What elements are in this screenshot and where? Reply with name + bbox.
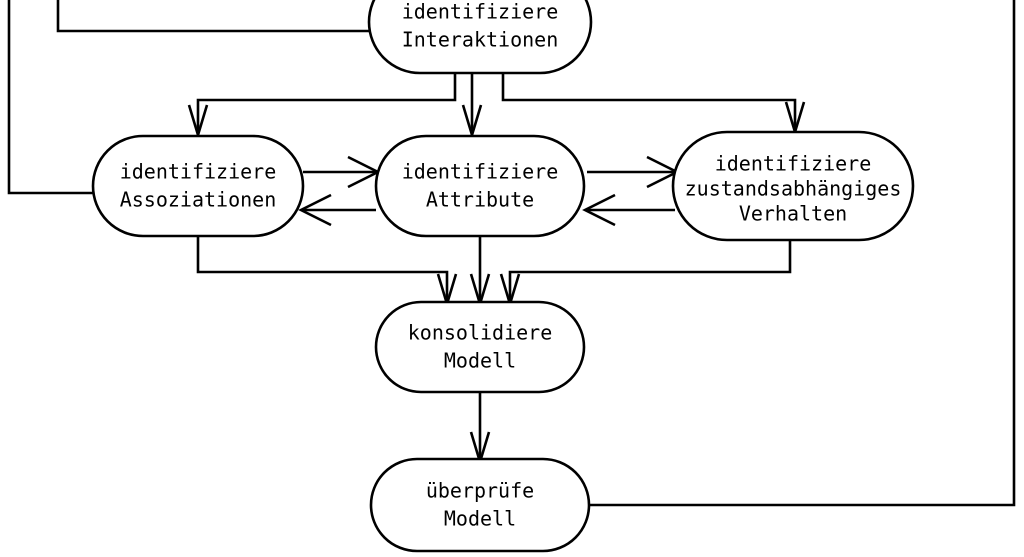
edge-attribute-to-konsolidiere [469, 237, 491, 309]
node-label-verhalten-line2: zustandsabhängiges [685, 177, 902, 201]
edge-interaktionen-to-assoziationen [187, 73, 457, 140]
edge-path [588, 0, 1016, 507]
edge-verhalten-to-attribute [582, 193, 675, 227]
node-label-attribute-line1: identifiziere [402, 160, 559, 184]
node-label-ueberpruefe-line1: überprüfe [426, 479, 534, 503]
edge-assoziationen-to-konsolidiere [196, 237, 458, 309]
node-label-verhalten-line1: identifiziere [715, 152, 872, 176]
node-label-konsolidiere-line2: Modell [444, 349, 516, 373]
edge-verhalten-to-konsolidiere [499, 241, 792, 309]
node-label-verhalten-line3: Verhalten [739, 202, 847, 226]
edge-path [196, 73, 457, 134]
node-ueberpruefe[interactable]: überprüfe Modell [369, 457, 591, 553]
node-konsolidiere[interactable]: konsolidiere Modell [374, 300, 586, 394]
node-shape-stadium [374, 300, 586, 394]
node-shape-stadium [91, 134, 305, 238]
node-assoziationen[interactable]: identifiziere Assoziationen [91, 134, 305, 238]
node-label-assoziationen-line1: identifiziere [120, 160, 277, 184]
node-label-interaktionen-line2: Interaktionen [402, 28, 559, 52]
arrowhead-icon [582, 193, 616, 227]
edge-offpage-left-to-assoziationen [7, 0, 100, 195]
edge-assoziationen-to-attribute [303, 155, 381, 189]
edge-interaktionen-to-attribute [461, 73, 483, 140]
edge-path [508, 241, 792, 302]
edge-path [56, 0, 372, 33]
edge-path [196, 237, 449, 302]
edge-attribute-to-assoziationen [298, 193, 376, 227]
edge-path [501, 73, 797, 130]
node-verhalten[interactable]: identifiziere zustandsabhängiges Verhalt… [671, 130, 915, 242]
edge-ueberpruefe-feedback-right [588, 0, 1016, 507]
edge-konsolidiere-to-ueberpruefe [469, 392, 491, 467]
node-shape-stadium [374, 134, 586, 238]
edge-path [7, 0, 100, 195]
edge-attribute-to-verhalten [587, 155, 680, 189]
node-label-interaktionen-line1: identifiziere [402, 0, 559, 24]
node-shape-stadium [671, 130, 915, 242]
node-shape-stadium [369, 457, 591, 553]
node-interaktionen[interactable]: identifiziere Interaktionen [367, 0, 593, 75]
edge-offpage-top-to-interaktionen [56, 0, 372, 33]
node-label-ueberpruefe-line2: Modell [444, 507, 516, 531]
node-attribute[interactable]: identifiziere Attribute [374, 134, 586, 238]
node-label-assoziationen-line2: Assoziationen [120, 188, 277, 212]
edge-interaktionen-to-verhalten [501, 73, 806, 137]
node-label-attribute-line2: Attribute [426, 188, 534, 212]
node-label-konsolidiere-line1: konsolidiere [408, 321, 553, 345]
node-shape-stadium [367, 0, 593, 75]
arrowhead-icon [298, 193, 332, 227]
